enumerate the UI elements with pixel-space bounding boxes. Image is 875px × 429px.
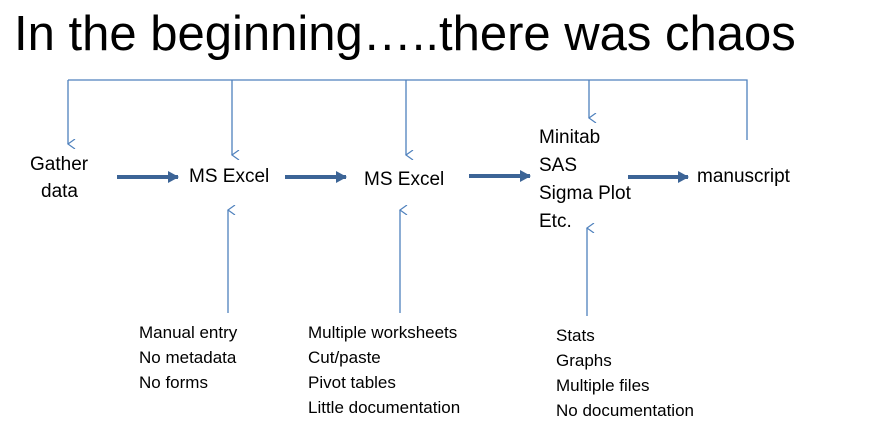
node-stats-tools-line-3: Sigma Plot	[539, 183, 631, 204]
note-excel-2-item: Pivot tables	[308, 373, 396, 392]
note-excel-1-item: No forms	[139, 373, 208, 392]
node-gather-line-2: data	[41, 181, 78, 202]
note-stats-tools: Stats Graphs Multiple files No documenta…	[556, 323, 694, 423]
note-excel-1-item: Manual entry	[139, 323, 238, 342]
node-stats-tools-line-4: Etc.	[539, 211, 572, 232]
process-arrows	[117, 170, 689, 183]
node-excel-1: MS Excel	[189, 163, 269, 190]
node-excel-2-label: MS Excel	[364, 169, 445, 190]
node-excel-1-label: MS Excel	[189, 166, 270, 187]
note-excel-2-item: Cut/paste	[308, 348, 381, 367]
note-arrows	[228, 210, 587, 316]
node-manuscript-label: manuscript	[697, 166, 790, 187]
node-excel-2: MS Excel	[364, 166, 444, 193]
node-stats-tools: Minitab SAS Sigma Plot Etc.	[539, 124, 631, 236]
note-stats-tools-item: Multiple files	[556, 376, 650, 395]
note-stats-tools-item: No documentation	[556, 401, 694, 420]
note-stats-tools-item: Graphs	[556, 351, 612, 370]
note-stats-tools-item: Stats	[556, 326, 595, 345]
note-excel-2-item: Little documentation	[308, 398, 461, 417]
feedback-top-line	[68, 79, 748, 140]
note-excel-2-item: Multiple worksheets	[308, 323, 458, 342]
note-excel-2: Multiple worksheets Cut/paste Pivot tabl…	[308, 320, 460, 420]
page-title: In the beginning…..there was chaos	[14, 7, 796, 61]
node-stats-tools-line-2: SAS	[539, 155, 578, 176]
node-gather-data: Gather data	[30, 151, 88, 205]
node-manuscript: manuscript	[697, 163, 790, 190]
note-excel-1: Manual entry No metadata No forms	[139, 320, 237, 395]
node-gather-line-1: Gather	[30, 154, 89, 175]
note-excel-1-item: No metadata	[139, 348, 237, 367]
feedback-loop	[68, 79, 748, 155]
node-stats-tools-line-1: Minitab	[539, 127, 601, 148]
